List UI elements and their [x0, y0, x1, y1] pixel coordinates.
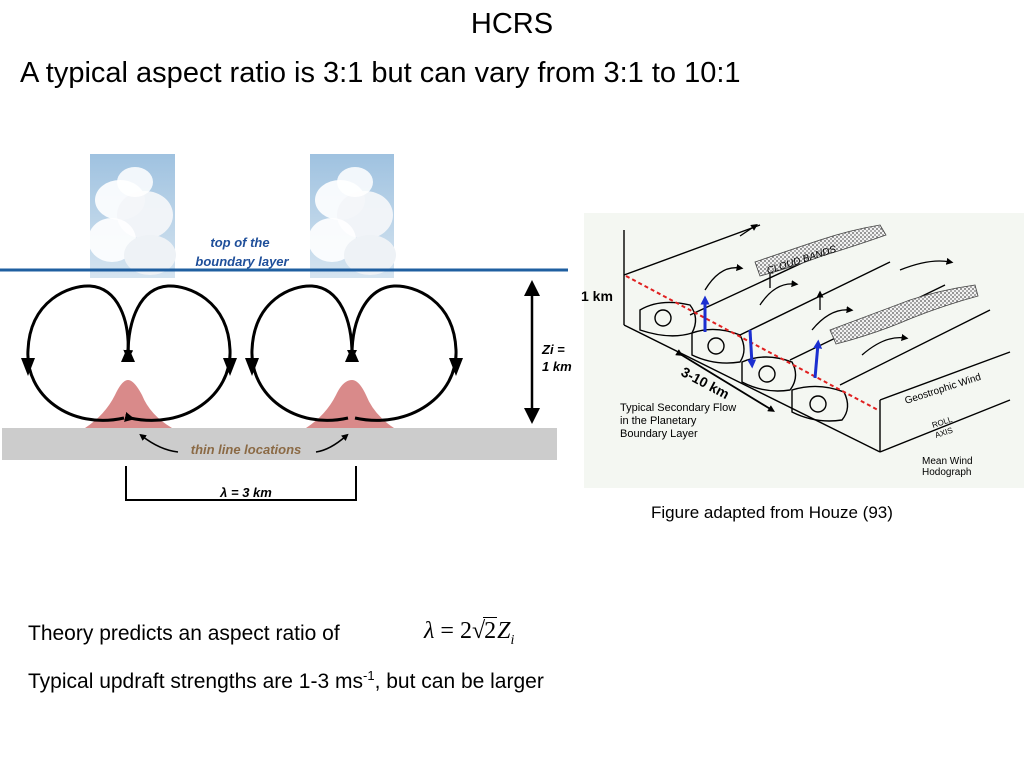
top-label-line2: boundary layer	[195, 254, 289, 269]
updraft-arrow-2	[813, 339, 823, 379]
updraft-superscript: -1	[363, 668, 375, 683]
roll-circulation-3	[250, 284, 357, 422]
top-label-line1: top of the	[210, 235, 269, 250]
roll-circulation-4	[350, 284, 458, 422]
zi-label-line1: Zi =	[541, 342, 565, 357]
formula-radicand: 2	[483, 617, 498, 644]
slide-title: HCRS	[470, 8, 554, 40]
downdraft-arrow	[747, 329, 757, 369]
roll-circulation-2	[124, 284, 232, 422]
thin-line-pointer-right	[315, 433, 349, 453]
height-label: 1 km	[581, 288, 613, 304]
hodograph-label-1: Mean Wind	[922, 456, 973, 467]
secondary-flow-label-2: in the Planetary	[620, 415, 697, 427]
formula-lambda: λ	[424, 618, 435, 644]
aspect-ratio-formula: λ = 2√2Zi	[424, 617, 515, 648]
cloud-photo-1	[88, 154, 176, 278]
updraft-text: Typical updraft strengths are 1-3 ms-1, …	[28, 668, 544, 694]
updraft-arrowhead-2	[345, 346, 359, 362]
updraft-text-after: , but can be larger	[374, 670, 544, 693]
thin-line-label: thin line locations	[191, 442, 302, 457]
roll-arrowhead-1	[21, 358, 35, 376]
hodograph-label-2: Hodograph	[922, 467, 971, 478]
slide-subtitle: A typical aspect ratio is 3:1 but can va…	[20, 57, 741, 89]
formula-z: Z	[497, 618, 511, 644]
roll-arrowhead-4	[449, 358, 463, 376]
cloud-band-1	[754, 224, 887, 277]
width-arrow	[675, 349, 775, 412]
figure-caption: Figure adapted from Houze (93)	[651, 503, 893, 522]
secondary-flow-label-3: Boundary Layer	[620, 428, 698, 440]
left-diagram: top of the boundary layer Zi = 1 km thin	[0, 154, 572, 501]
formula-equals: = 2	[434, 618, 472, 644]
secondary-flow-label-1: Typical Secondary Flow	[620, 402, 736, 414]
roll-arrowhead-2	[223, 358, 237, 376]
updraft-mound-2	[306, 380, 394, 428]
houze-figure: 1 km 3-10 km CLOUD BANDS Typical Seconda…	[581, 213, 1024, 488]
updraft-text-before: Typical updraft strengths are 1-3 ms	[28, 670, 363, 693]
updraft-mound-1	[85, 380, 172, 428]
lambda-label: λ = 3 km	[219, 485, 272, 500]
ground-strip	[2, 428, 557, 460]
updraft-arrowhead-1	[121, 346, 135, 362]
lambda-bracket	[125, 466, 357, 501]
thin-line-pointer-left	[139, 433, 179, 453]
formula-subscript: i	[510, 632, 515, 648]
roll-arrowhead-3	[245, 358, 259, 376]
theory-text: Theory predicts an aspect ratio of	[28, 622, 340, 645]
zi-label-line2: 1 km	[542, 359, 572, 374]
roll-circulation-1	[26, 284, 134, 422]
cloud-photo-2	[308, 154, 396, 278]
cloud-band-2	[829, 284, 979, 345]
